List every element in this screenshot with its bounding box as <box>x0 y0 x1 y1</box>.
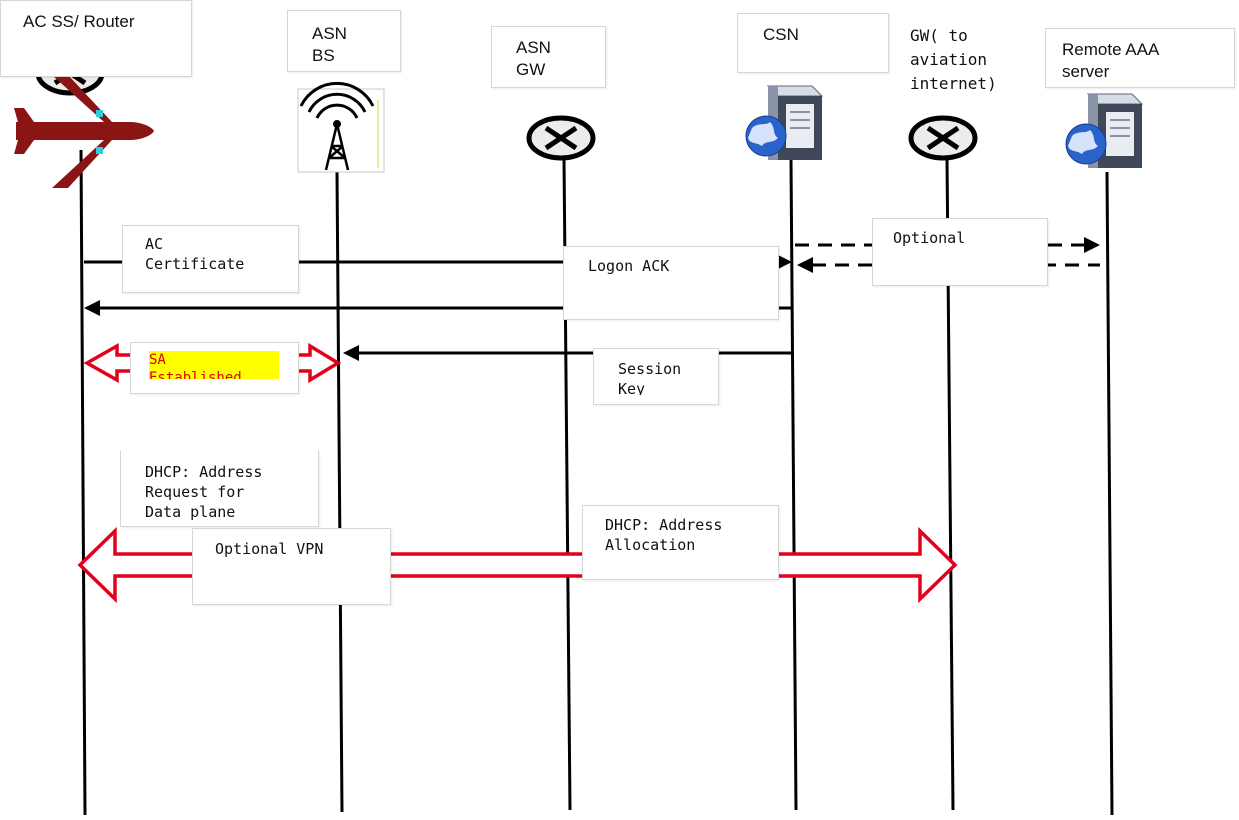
entity-label: ASN GW <box>516 38 551 79</box>
message-text: Session Key <box>618 360 682 395</box>
entity-csn: CSN <box>737 13 889 73</box>
router-icon <box>526 115 596 161</box>
message-text: AC Certificate <box>145 235 245 273</box>
message-text: Optional VPN <box>215 540 324 558</box>
label-sa-established: SA Established <box>130 342 299 394</box>
entity-label: AC SS/ Router <box>23 12 135 31</box>
label-dhcp-request: DHCP: Address Request for Data plane <box>120 450 319 527</box>
lifeline-ac-ss-router <box>79 149 87 816</box>
entity-label: Remote AAA server <box>1062 40 1160 81</box>
arrow-session-key <box>343 345 793 361</box>
entity-label: ASN BS <box>312 24 347 65</box>
label-session-key: Session Key <box>593 348 719 405</box>
lifeline-csn <box>789 159 798 811</box>
entity-label: GW( to aviation internet) <box>910 26 997 93</box>
entity-gw-internet: GW( to aviation internet) <box>887 13 1047 97</box>
label-optional: Optional <box>872 218 1048 286</box>
label-logon-ack: Logon ACK <box>563 246 779 320</box>
router-icon <box>908 115 978 161</box>
arrow-optional-vpn <box>77 526 958 604</box>
lifeline-asn-bs <box>335 171 344 813</box>
entity-label: CSN <box>763 25 799 44</box>
label-ac-certificate: AC Certificate <box>122 225 299 293</box>
message-text: DHCP: Address Request for Data plane <box>145 463 263 520</box>
lifeline-remote-aaa <box>1105 171 1114 816</box>
airplane-icon <box>14 75 154 188</box>
server-globe-icon <box>745 85 824 160</box>
entity-remote-aaa: Remote AAA server <box>1045 28 1235 88</box>
message-text: Optional <box>893 229 966 247</box>
entity-ac-ss-router: AC SS/ Router <box>0 0 192 77</box>
server-globe-icon <box>1065 93 1144 168</box>
entity-asn-gw: ASN GW <box>491 26 606 88</box>
message-text: SA Established <box>149 351 279 379</box>
message-text: Logon ACK <box>588 257 670 275</box>
antenna-tower-icon <box>297 82 385 173</box>
label-dhcp-allocation: DHCP: Address Allocation <box>582 505 779 580</box>
label-optional-vpn: Optional VPN <box>192 528 391 605</box>
entity-asn-bs: ASN BS <box>287 10 401 72</box>
message-text: DHCP: Address Allocation <box>605 516 723 554</box>
